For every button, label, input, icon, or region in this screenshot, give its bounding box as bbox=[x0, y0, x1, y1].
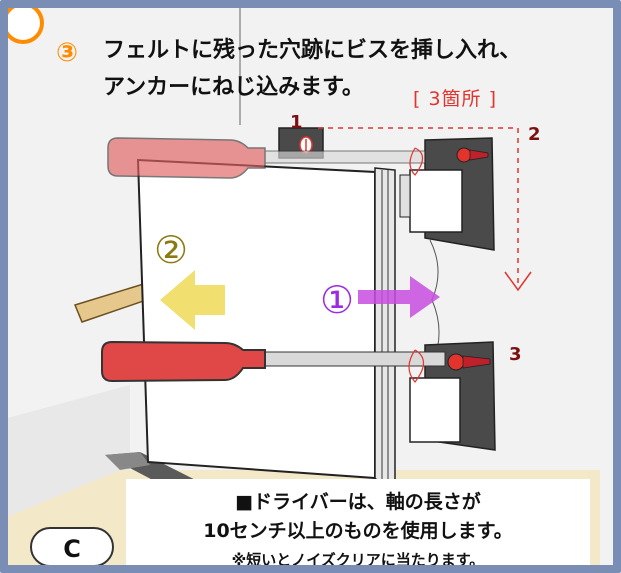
heading: フェルトに残った穴跡にビスを挿し入れ、 アンカーにねじ込みます。 bbox=[103, 32, 521, 106]
screwdriver-bottom bbox=[101, 340, 446, 383]
arrow-label-1: ① bbox=[320, 278, 355, 322]
pull-arrow-left bbox=[160, 270, 225, 330]
marker-3: 3 bbox=[509, 344, 522, 365]
screwdriver-top bbox=[107, 137, 426, 179]
note-line-2: 10センチ以上のものを使用します。 bbox=[203, 520, 513, 542]
arrow-label-2: ② bbox=[154, 228, 189, 272]
heading-line-1: フェルトに残った穴跡にビスを挿し入れ、 bbox=[103, 38, 522, 63]
count-note: [ 3箇所 ] bbox=[413, 88, 497, 110]
room-corner bbox=[8, 385, 130, 517]
note-line-3: ※短いとノイズクリアに当たります。 bbox=[231, 551, 485, 569]
push-arrow-right bbox=[358, 276, 440, 318]
heading-line-2: アンカーにねじ込みます。 bbox=[103, 75, 364, 100]
screw-bottom bbox=[447, 353, 491, 371]
note-line-1: ■ドライバーは、軸の長さが bbox=[235, 491, 481, 513]
note-box: ■ドライバーは、軸の長さが 10センチ以上のものを使用します。 ※短いとノイズク… bbox=[126, 479, 590, 565]
order-path-arrow bbox=[318, 127, 519, 285]
step-number-icon bbox=[8, 8, 44, 44]
marker-2: 2 bbox=[528, 124, 541, 145]
marker-1: 1 bbox=[290, 112, 303, 133]
step-number: ③ bbox=[55, 38, 78, 68]
figure-badge: C bbox=[30, 527, 114, 565]
screw-top bbox=[456, 147, 489, 163]
